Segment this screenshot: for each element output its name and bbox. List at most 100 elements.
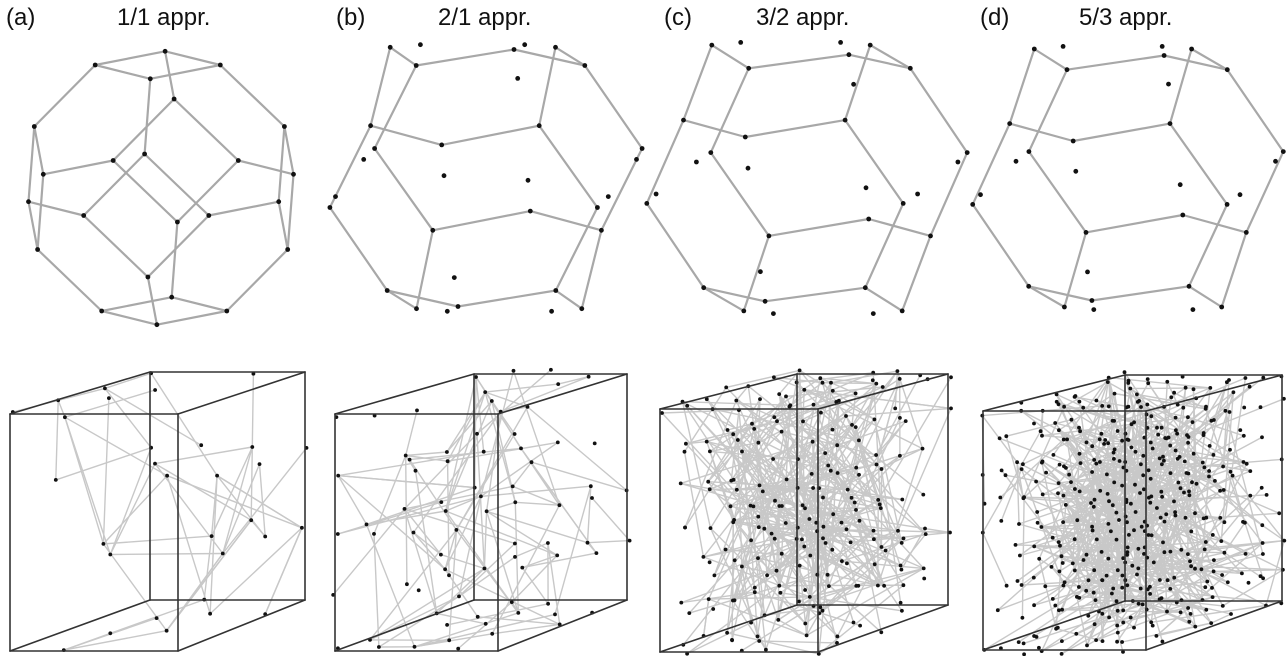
network-edge — [841, 533, 927, 562]
polyhedron-edge — [1084, 213, 1184, 234]
network-edge — [491, 504, 561, 635]
polyhedron-node — [1219, 304, 1225, 310]
network-node — [153, 388, 158, 392]
network-edge — [737, 439, 783, 507]
polyhedron-edge — [847, 53, 912, 70]
network-node — [857, 438, 861, 443]
network-node — [590, 496, 594, 500]
network-edge — [897, 407, 952, 532]
network-node — [1246, 580, 1251, 585]
network-edge — [448, 529, 458, 641]
network-node — [1098, 488, 1103, 493]
network-edge — [686, 585, 780, 655]
polyhedron-node — [291, 171, 296, 177]
network-node — [1074, 631, 1079, 636]
network-edge — [775, 505, 780, 572]
network-node — [800, 537, 804, 542]
network-node — [1141, 453, 1146, 458]
network-edge — [841, 560, 925, 570]
polyhedron-edge — [1027, 285, 1094, 302]
polyhedron-edge — [36, 173, 45, 251]
network-node — [1165, 609, 1169, 614]
network-node — [1247, 384, 1252, 389]
network-node — [1004, 434, 1009, 439]
network-node — [780, 504, 784, 508]
network-node — [1172, 575, 1177, 580]
network-node — [1100, 404, 1105, 408]
network-node — [872, 562, 877, 567]
network-node — [1139, 462, 1143, 467]
network-edge — [491, 623, 561, 635]
network-node — [826, 463, 831, 468]
network-node — [1258, 405, 1263, 410]
network-node — [1107, 615, 1111, 620]
network-edge — [154, 462, 224, 555]
polyhedron-node — [863, 185, 869, 191]
network-node — [1019, 583, 1024, 587]
polyhedron-edge — [415, 48, 516, 67]
network-node — [1106, 556, 1111, 561]
network-node — [1130, 563, 1135, 568]
network-node — [1211, 453, 1216, 457]
network-node — [1203, 540, 1208, 544]
polyhedron-node — [333, 194, 338, 200]
network-node — [1258, 574, 1263, 579]
network-node — [1129, 445, 1134, 450]
network-node — [1035, 520, 1040, 525]
network-node — [1039, 525, 1044, 529]
polyhedron-edge — [94, 50, 167, 67]
network-node — [1091, 504, 1096, 509]
network-node — [1176, 480, 1181, 485]
network-node — [1084, 588, 1089, 593]
network-node — [1161, 540, 1165, 545]
network-node — [1091, 590, 1096, 595]
polyhedron-edge — [42, 159, 115, 176]
network-edge — [1022, 406, 1065, 499]
network-edge — [726, 632, 820, 655]
polyhedron-edge — [864, 202, 905, 289]
network-edge — [688, 574, 818, 614]
polyhedron-edge — [112, 159, 179, 224]
network-node — [1220, 604, 1225, 608]
network-edge — [1212, 569, 1284, 573]
network-node — [1106, 441, 1110, 446]
network-node — [1013, 543, 1018, 547]
network-edge — [521, 552, 598, 569]
network-edge — [1208, 391, 1235, 472]
network-edge — [1203, 381, 1228, 469]
network-node — [772, 415, 777, 420]
cube-edge — [334, 599, 475, 652]
network-node — [1160, 639, 1165, 644]
polyhedron-edge — [843, 43, 872, 122]
network-node — [803, 621, 808, 626]
network-node — [777, 583, 782, 588]
network-node — [857, 472, 861, 477]
network-edge — [1134, 437, 1168, 513]
network-node — [1099, 431, 1104, 436]
network-node — [1231, 390, 1236, 395]
network-node — [1169, 395, 1174, 400]
network-node — [53, 478, 58, 482]
network-node — [1149, 533, 1154, 538]
network-node — [1259, 485, 1264, 490]
polyhedron-edge — [389, 46, 418, 67]
network-node — [1077, 596, 1082, 600]
network-node — [949, 375, 953, 380]
polyhedron-edge — [512, 48, 586, 67]
network-edge — [1091, 471, 1103, 553]
network-node — [1092, 458, 1097, 462]
network-node — [1158, 515, 1163, 520]
polyhedron-edge — [600, 147, 644, 232]
network-node — [1211, 569, 1216, 574]
network-node — [900, 608, 904, 613]
network-node — [1120, 640, 1124, 644]
polyhedron-node — [870, 311, 876, 316]
polyhedron-node — [384, 288, 390, 293]
network-node — [750, 421, 754, 426]
network-node — [1136, 566, 1141, 571]
network-node — [853, 425, 858, 429]
network-edge — [55, 399, 59, 481]
network-edge — [500, 376, 590, 413]
network-node — [1133, 482, 1137, 487]
network-node — [874, 381, 879, 386]
